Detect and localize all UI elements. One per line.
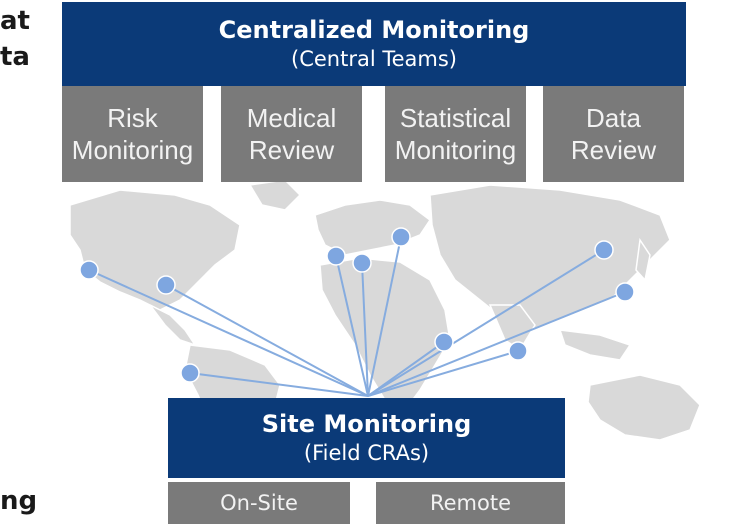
site-dot <box>508 341 528 361</box>
on-site-box: On-Site <box>168 482 350 524</box>
box-line2: Review <box>570 135 657 165</box>
connection-line <box>367 236 402 397</box>
connection-line <box>367 291 626 397</box>
connection-line <box>367 350 519 397</box>
greenland-shape <box>248 179 302 211</box>
box-line1: Risk <box>107 103 158 133</box>
edge-text-top1: at <box>0 6 30 36</box>
site-dot <box>615 282 635 302</box>
site-dot <box>79 260 99 280</box>
asia-shape <box>429 184 671 331</box>
edge-text-top2: ta <box>0 42 30 72</box>
connection-line <box>361 262 369 397</box>
site-dot <box>391 227 411 247</box>
edge-text-bottom: ng <box>0 486 38 516</box>
connection-lines <box>88 236 626 397</box>
se-asia-shape <box>558 329 632 361</box>
connection-line <box>189 372 369 397</box>
site-dot <box>434 332 454 352</box>
japan-shape <box>635 237 651 282</box>
central-america-shape <box>149 304 197 347</box>
europe-shape <box>314 199 432 256</box>
box-line1: Data <box>586 103 641 133</box>
site-monitoring-banner: Site Monitoring (Field CRAs) <box>168 398 565 478</box>
risk-monitoring-box: Risk Monitoring <box>62 86 203 182</box>
statistical-monitoring-box: Statistical Monitoring <box>385 86 526 182</box>
medical-review-box: Medical Review <box>221 86 362 182</box>
site-monitoring-title: Site Monitoring <box>261 410 472 438</box>
site-dot <box>594 240 614 260</box>
connection-line <box>88 269 369 397</box>
site-dot <box>326 246 346 266</box>
connection-line <box>165 284 369 397</box>
on-site-label: On-Site <box>220 491 298 515</box>
connection-line <box>367 249 605 397</box>
site-dot <box>180 363 200 383</box>
site-dots <box>79 227 635 383</box>
africa-shape <box>319 257 451 411</box>
north-america-shape <box>69 189 241 311</box>
site-dot <box>352 253 372 273</box>
data-review-box: Data Review <box>543 86 684 182</box>
remote-label: Remote <box>429 491 512 515</box>
box-line2: Monitoring <box>71 135 194 165</box>
box-line1: Statistical <box>399 103 512 133</box>
site-monitoring-subtitle: (Field CRAs) <box>303 441 430 465</box>
centralized-monitoring-banner: Centralized Monitoring (Central Teams) <box>62 2 686 86</box>
connection-line <box>335 255 369 397</box>
australia-shape <box>587 374 701 441</box>
centralized-monitoring-title: Centralized Monitoring <box>218 16 530 44</box>
box-line2: Review <box>248 135 335 165</box>
box-line1: Medical <box>246 103 337 133</box>
centralized-monitoring-subtitle: (Central Teams) <box>291 47 457 71</box>
remote-box: Remote <box>376 482 565 524</box>
box-line2: Monitoring <box>394 135 517 165</box>
site-dot <box>156 275 176 295</box>
